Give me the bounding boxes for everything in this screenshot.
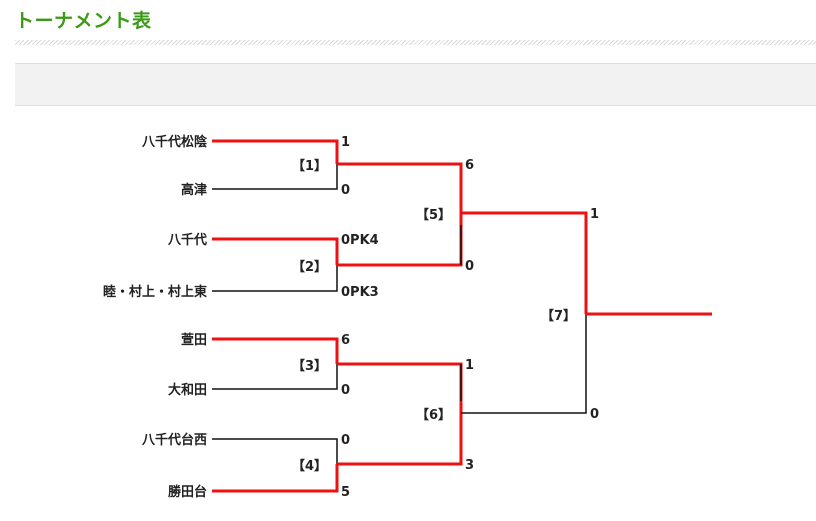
team-name: 萱田: [181, 332, 207, 348]
bracket-line-r2-bottom-a: [337, 362, 463, 413]
match-label: 【6】: [416, 407, 451, 423]
match-score: 1: [341, 135, 350, 150]
match-score: 0PK3: [341, 285, 379, 300]
match-score: 5: [341, 485, 350, 500]
bracket-line-team-8: [212, 464, 339, 493]
match-score: 0: [341, 433, 350, 448]
match-score: 0: [341, 183, 350, 198]
match-label: 【7】: [541, 308, 576, 324]
team-name: 八千代台西: [141, 432, 207, 448]
bracket-line-team-1: [212, 139, 339, 164]
bracket-lines: [212, 139, 712, 493]
bracket-line-team-6: [212, 364, 338, 390]
team-name: 大和田: [168, 382, 207, 398]
bracket-line-team-5: [212, 337, 339, 364]
title-divider: [15, 40, 816, 45]
match-score: 0: [341, 383, 350, 398]
match-label: 【4】: [292, 458, 327, 474]
bracket-line-team-7: [212, 438, 338, 464]
team-name: 睦・村上・村上東: [103, 284, 207, 300]
bracket-line-team-2: [212, 164, 338, 190]
team-name: 八千代松陰: [141, 134, 208, 150]
match-label: 【2】: [292, 259, 327, 275]
bracket-line-r2-top-a: [337, 162, 463, 213]
match-score: 0: [465, 259, 474, 274]
bracket-line-team-3: [212, 237, 339, 265]
match-score: 1: [590, 207, 599, 222]
match-score: 0PK4: [341, 233, 379, 248]
page-title: トーナメント表: [15, 10, 152, 32]
match-score: 0: [590, 407, 599, 422]
team-name: 高津: [181, 182, 207, 198]
match-label: 【5】: [416, 207, 451, 223]
team-name: 八千代: [167, 232, 207, 248]
bracket-line-team-4: [212, 265, 338, 292]
match-score: 3: [465, 458, 474, 473]
match-score: 1: [465, 358, 474, 373]
match-label: 【1】: [292, 158, 327, 174]
toolbar-band: [15, 63, 816, 106]
bracket-line-r2-bottom-b: [337, 413, 463, 466]
match-label: 【3】: [292, 358, 327, 374]
match-score: 6: [465, 158, 474, 173]
bracket-line-final-bottom: [461, 314, 587, 414]
match-score: 6: [341, 333, 350, 348]
bracket-line-final-top: [461, 211, 588, 314]
team-name: 勝田台: [168, 484, 207, 500]
